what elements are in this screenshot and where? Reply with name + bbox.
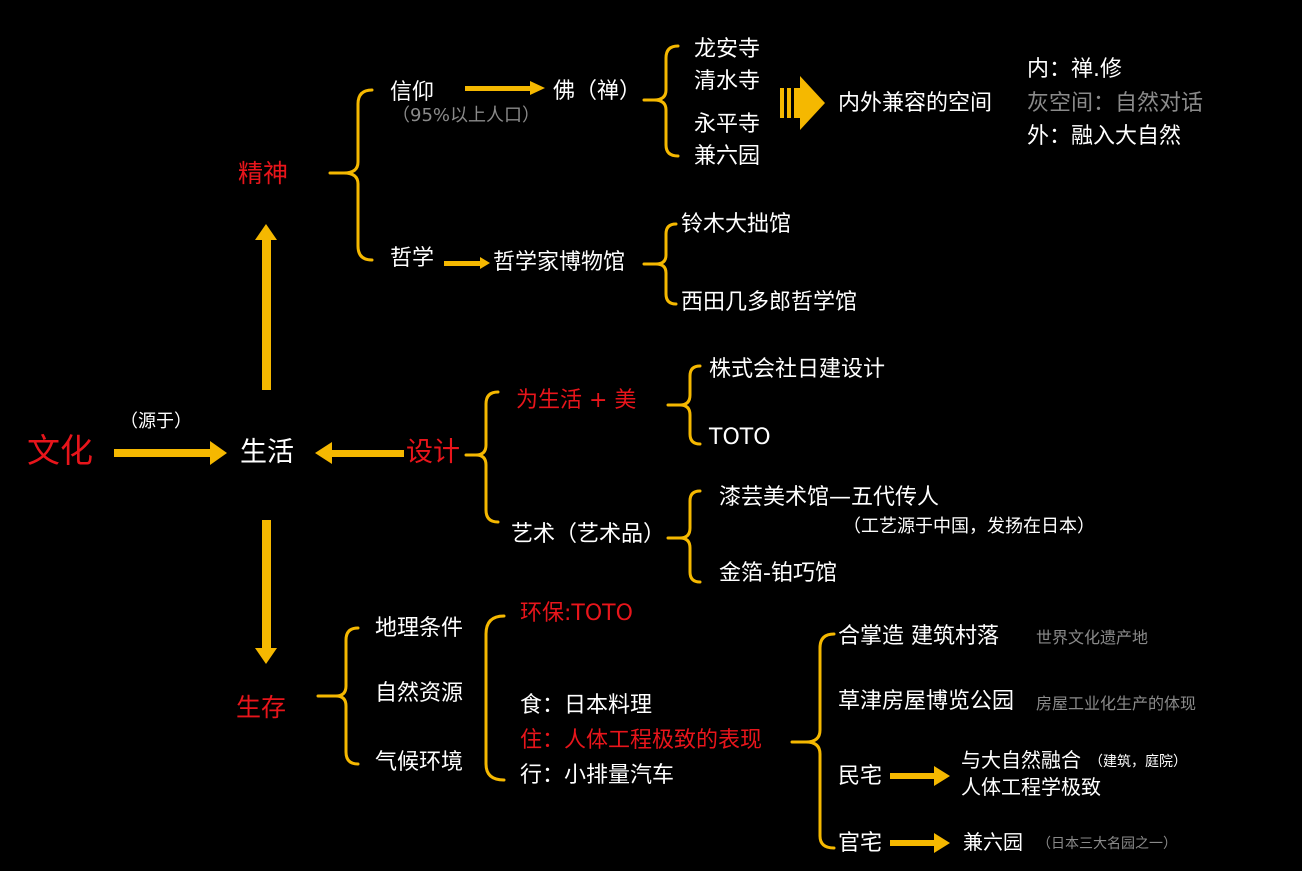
- node-huanbao: 环保:TOTO: [520, 601, 633, 626]
- node-neiwai: 内外兼容的空间: [838, 91, 993, 116]
- label-gongyi: （工艺源于中国，发扬在日本）: [843, 516, 1095, 537]
- label-gongye: 房屋工业化生产的体现: [1036, 694, 1197, 713]
- bracket-yishu: [666, 489, 702, 584]
- label-huikong: 灰空间：自然对话: [1027, 91, 1204, 116]
- bracket-museum: [642, 222, 678, 306]
- arrow-sheji-shenghuo: [330, 450, 404, 457]
- node-qihou: 气候环境: [375, 750, 464, 775]
- node-qiyun: 漆芸美术馆—五代传人: [719, 485, 940, 510]
- node-lingmu: 铃木大拙馆: [681, 212, 792, 237]
- arrow-minzhai: [890, 773, 936, 779]
- node-sheji: 设计: [406, 437, 460, 468]
- node-dili: 地理条件: [375, 616, 464, 641]
- node-ziran: 自然资源: [375, 681, 464, 706]
- node-zhexue: 哲学: [390, 246, 435, 271]
- node-fochan: 佛（禅）: [553, 79, 642, 104]
- bracket-jingshen: [328, 88, 374, 262]
- arrow-xinyang-fo: [465, 86, 533, 91]
- bracket-sheji: [464, 390, 500, 524]
- node-yishu: 艺术（艺术品）: [511, 522, 666, 547]
- label-yuanyu: （源于）: [120, 411, 192, 432]
- label-nei: 内：禅.修: [1027, 57, 1122, 82]
- node-weishenghuo: 为生活 + 美: [516, 388, 637, 413]
- arrow-up-jingshen: [262, 238, 271, 390]
- bracket-zhu: [790, 632, 836, 850]
- arrow-guanzhai: [890, 840, 936, 846]
- node-renti: 人体工程学极致: [961, 775, 1101, 799]
- node-hezhang: 合掌造 建筑村落: [838, 624, 999, 649]
- node-ronghe: 与大自然融合: [961, 748, 1081, 772]
- bracket-shengcun: [316, 626, 360, 766]
- bracket-lifestyle: [484, 614, 506, 782]
- node-jianliuyuan-1: 兼六园: [694, 144, 761, 169]
- node-xitian: 西田几多郎哲学馆: [681, 290, 858, 315]
- label-wai: 外：融入大自然: [1027, 124, 1182, 149]
- bracket-fo: [642, 44, 680, 158]
- label-heritage: 世界文化遗产地: [1036, 628, 1149, 647]
- striped-arrow-neiwai: [780, 76, 825, 130]
- node-zhushi: 株式会社日建设计: [709, 357, 886, 382]
- label-population: （95%以上人口）: [392, 105, 541, 126]
- node-toto: TOTO: [709, 425, 771, 450]
- node-zhexuejia: 哲学家博物馆: [493, 250, 626, 275]
- node-wenhua: 文化: [27, 431, 93, 470]
- node-xing: 行：小排量汽车: [520, 763, 675, 788]
- arrow-wenhua-shenghuo: [114, 449, 212, 457]
- node-xinyang: 信仰: [390, 80, 435, 105]
- node-guanzhai: 官宅: [838, 831, 883, 856]
- label-sanda: （日本三大名园之一）: [1037, 836, 1177, 852]
- node-caojin: 草津房屋博览公园: [838, 689, 1015, 714]
- node-jianliuyuan-2: 兼六园: [963, 830, 1023, 854]
- node-qingshui: 清水寺: [694, 69, 761, 94]
- node-minzhai: 民宅: [838, 764, 883, 789]
- node-shi: 食：日本料理: [520, 693, 653, 718]
- node-shengcun: 生存: [236, 693, 287, 722]
- node-longan: 龙安寺: [694, 37, 761, 62]
- label-jianzhu-tingyuan: （建筑，庭院）: [1089, 754, 1187, 770]
- node-jinbo: 金箔-铂巧馆: [719, 561, 837, 586]
- node-jingshen: 精神: [238, 159, 289, 188]
- node-shenghuo: 生活: [240, 437, 294, 468]
- arrow-zhexue-museum: [444, 261, 482, 266]
- arrow-down-shengcun: [262, 520, 271, 650]
- node-zhu: 住：人体工程极致的表现: [520, 728, 763, 753]
- node-yongping: 永平寺: [694, 112, 761, 137]
- bracket-weishenghuo: [666, 364, 702, 446]
